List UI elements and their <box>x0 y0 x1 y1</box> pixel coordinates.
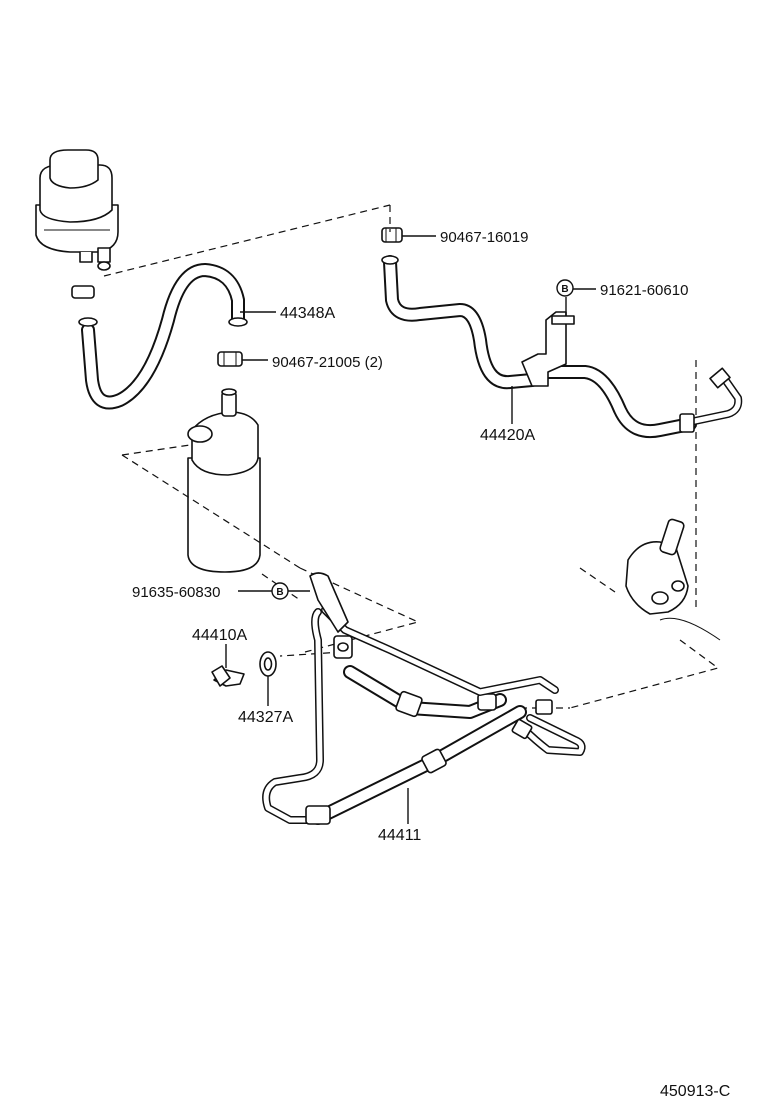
label-clamp-lower: 90467-21005 (2) <box>272 354 383 371</box>
circle-b-marker-upper: B <box>556 279 574 297</box>
reservoir-hose[interactable] <box>78 263 248 410</box>
label-bolt-b-lower: 91635-60830 <box>132 584 220 601</box>
label-gasket: 44327A <box>238 709 293 726</box>
reservoir-tank[interactable] <box>35 149 119 271</box>
label-bolt-b-upper: 91621-60610 <box>600 282 688 299</box>
union-bolt-part[interactable] <box>211 665 245 687</box>
illustration-reference-number: 450913-C <box>660 1083 730 1100</box>
clamp-small-left[interactable] <box>71 285 95 299</box>
label-pressure-hose: 44411 <box>378 827 421 844</box>
pressure-hose-assembly[interactable] <box>262 572 586 825</box>
clamp-upper-part[interactable] <box>381 227 403 243</box>
clamp-lower-part[interactable] <box>217 351 243 367</box>
label-clamp-upper: 90467-16019 <box>440 229 528 246</box>
label-reservoir-hose: 44348A <box>280 305 335 322</box>
leader-lines <box>225 235 596 824</box>
return-tube[interactable] <box>381 255 743 438</box>
gasket-part[interactable] <box>259 651 277 677</box>
filter-canister[interactable] <box>187 388 261 573</box>
svg-text:B: B <box>561 284 568 295</box>
label-return-tube: 44420A <box>480 427 535 444</box>
power-steering-pump[interactable] <box>625 518 721 641</box>
svg-text:B: B <box>276 587 283 598</box>
label-union-bolt: 44410A <box>192 627 247 644</box>
circle-b-marker-lower: B <box>271 582 289 600</box>
